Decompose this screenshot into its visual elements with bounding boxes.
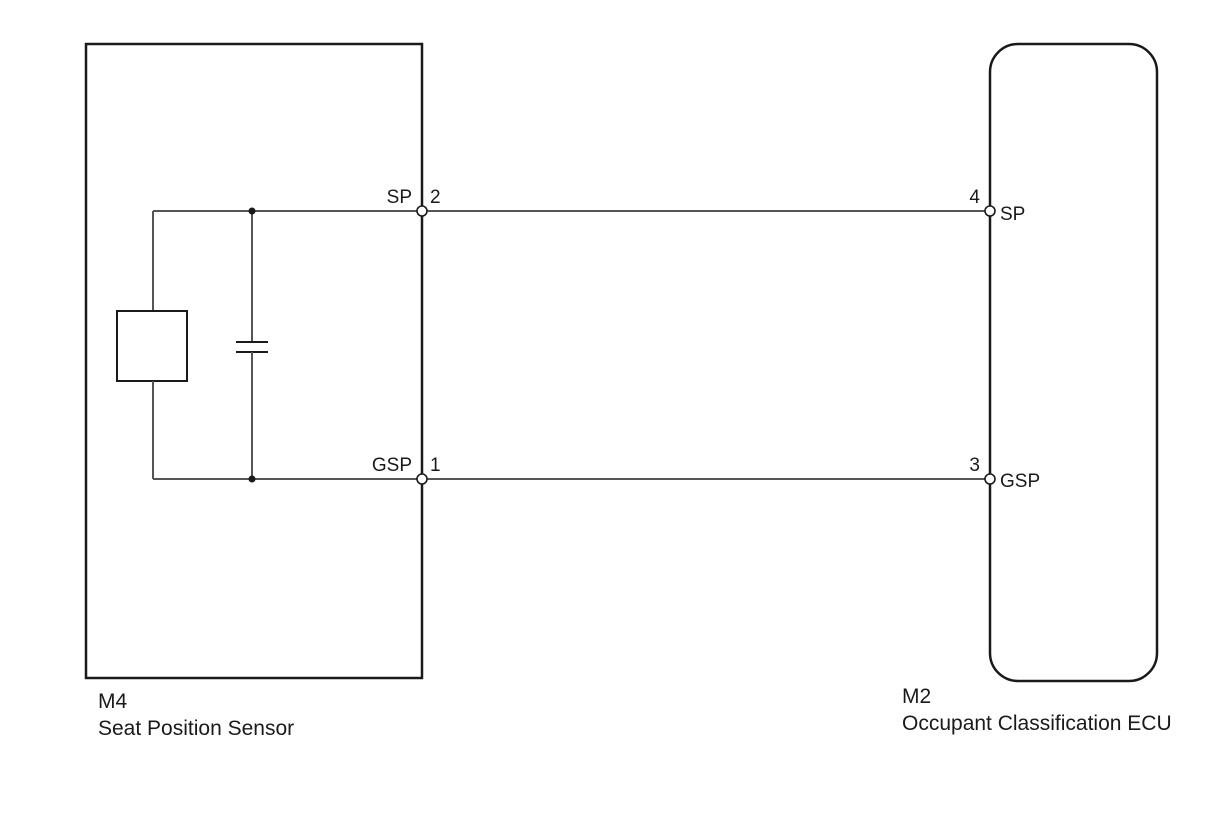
sensor-pin-number-sp: 2 <box>430 187 441 208</box>
junction-dot-bottom <box>248 475 256 483</box>
resistor-element <box>116 310 188 382</box>
sensor-name: Seat Position Sensor <box>98 717 294 740</box>
terminal-sensor-gsp <box>416 473 428 485</box>
ecu-pin-number-gsp: 3 <box>969 455 980 476</box>
terminal-ecu-gsp <box>984 473 996 485</box>
sensor-pin-label-gsp: GSP <box>372 455 412 476</box>
terminal-sensor-sp <box>416 205 428 217</box>
sensor-internal-circuit <box>116 207 422 483</box>
junction-dot-top <box>248 207 256 215</box>
ecu-name: Occupant Classification ECU <box>902 712 1172 735</box>
ecu-housing <box>988 42 1159 683</box>
sensor-pin-number-gsp: 1 <box>430 455 441 476</box>
terminal-ecu-sp <box>984 205 996 217</box>
sensor-pin-label-sp: SP <box>387 187 412 208</box>
ecu-pin-label-gsp: GSP <box>1000 471 1040 492</box>
sensor-code: M4 <box>98 690 127 713</box>
ecu-code: M2 <box>902 685 931 708</box>
ecu-pin-number-sp: 4 <box>969 187 980 208</box>
ecu-pin-label-sp: SP <box>1000 204 1025 225</box>
sensor-housing <box>84 42 424 680</box>
